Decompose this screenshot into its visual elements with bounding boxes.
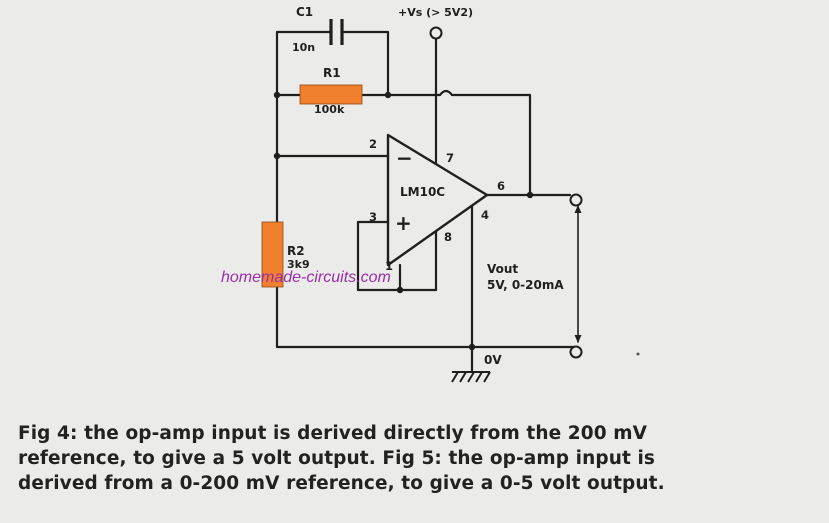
wire-r1-left bbox=[275, 85, 302, 97]
caption-line: reference, to give a 5 volt output. Fig … bbox=[18, 448, 656, 469]
wire-bottom-rail bbox=[275, 285, 578, 349]
wire-c1-right bbox=[341, 30, 390, 97]
vout-label: Vout bbox=[487, 262, 518, 276]
watermark-text: homemade-circuits.com bbox=[221, 269, 391, 286]
vout-arrow-up bbox=[574, 205, 582, 213]
pin-7-label: 7 bbox=[446, 151, 454, 165]
opamp-name-label: LM10C bbox=[400, 185, 445, 199]
ground-terminal bbox=[569, 345, 583, 359]
junction-dot bbox=[273, 152, 281, 160]
pin-3-label: 3 bbox=[369, 210, 377, 224]
junction-dot bbox=[396, 286, 404, 294]
wire-c1-left bbox=[275, 30, 332, 89]
ground-symbol bbox=[451, 371, 491, 383]
r2-resistor bbox=[261, 221, 284, 288]
c1-name-label: C1 bbox=[296, 5, 313, 19]
pin-2-label: 2 bbox=[369, 137, 377, 151]
caption-line: derived from a 0-200 mV reference, to gi… bbox=[18, 473, 665, 494]
supply-terminal bbox=[429, 26, 443, 40]
junction-dot bbox=[468, 343, 476, 351]
r1-name-label: R1 bbox=[323, 66, 341, 80]
r1-value-label: 100k bbox=[314, 103, 345, 116]
wire-crossover bbox=[439, 89, 453, 96]
wire-noninverting-loop bbox=[356, 205, 438, 292]
r1-resistor bbox=[299, 84, 363, 105]
vout-arrow-down bbox=[574, 335, 582, 343]
r2-name-label: R2 bbox=[287, 244, 305, 258]
stray-mark bbox=[636, 352, 640, 356]
pin-8-label: 8 bbox=[444, 230, 452, 244]
circuit-schematic: C1 10n +Vs (> 5V2) R1 100k R2 3k9 LM10C … bbox=[221, 5, 640, 383]
pin-6-label: 6 bbox=[497, 179, 505, 193]
ground-0v-label: 0V bbox=[484, 353, 502, 367]
junction-dot bbox=[273, 91, 281, 99]
supply-label: +Vs (> 5V2) bbox=[398, 6, 473, 19]
opamp-triangle bbox=[386, 133, 489, 267]
junction-dot bbox=[384, 91, 392, 99]
wire-r1-right-b bbox=[450, 93, 532, 197]
noninverting-sign: + bbox=[395, 211, 412, 235]
inverting-sign: − bbox=[396, 146, 413, 170]
caption-line: Fig 4: the op-amp input is derived direc… bbox=[18, 423, 648, 444]
output-terminal bbox=[569, 193, 583, 207]
vout-spec-label: 5V, 0-20mA bbox=[487, 278, 564, 292]
junction-dot bbox=[526, 191, 534, 199]
pin-1-label: 1 bbox=[385, 259, 393, 273]
figure-caption: Fig 4: the op-amp input is derived direc… bbox=[18, 421, 818, 496]
r2-value-label: 3k9 bbox=[287, 258, 310, 271]
c1-value-label: 10n bbox=[292, 41, 315, 54]
pin-4-label: 4 bbox=[481, 208, 489, 222]
